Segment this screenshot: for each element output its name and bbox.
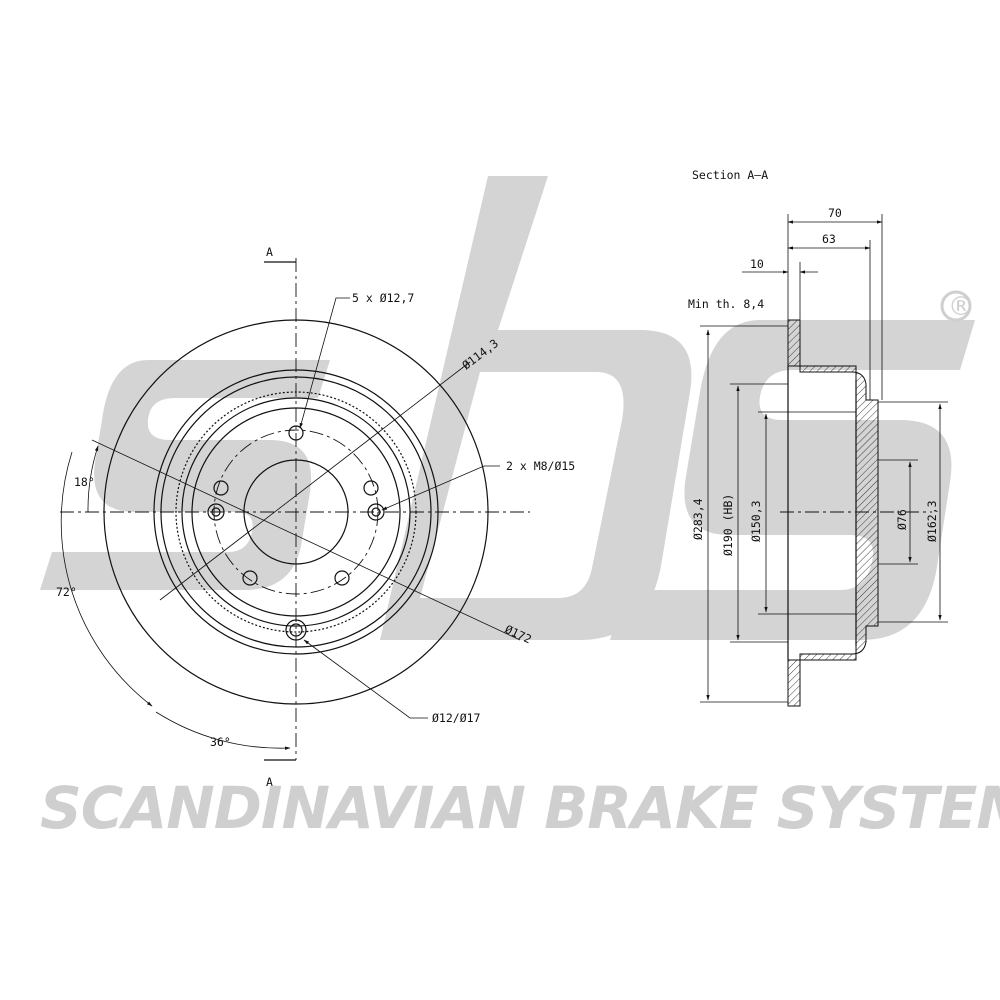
- dia-162-label: Ø162,3: [925, 500, 939, 542]
- disc-outer-edge: [103, 319, 489, 705]
- pin-hole-inner: [289, 623, 303, 637]
- angle-72-label: 72°: [56, 585, 77, 599]
- angle-arc-36: [155, 711, 291, 750]
- leader-threaded-holes: [381, 465, 500, 511]
- leader-pin-hole: [303, 639, 428, 719]
- section-marker-top: A: [266, 245, 273, 259]
- threaded-holes-callout: 2 x M8/Ø15: [506, 459, 575, 473]
- dim-10-label: 10: [750, 257, 764, 271]
- hat-outer-ring: [160, 376, 432, 648]
- hub-face-edge: [191, 407, 401, 617]
- threaded-hole-outer: [207, 503, 225, 521]
- angle-arc-72: [60, 451, 153, 707]
- pin-hole-outer: [285, 619, 307, 641]
- section-title: Section A–A: [692, 168, 768, 182]
- bolt-hole: [288, 425, 304, 441]
- brand-tagline: SCANDINAVIAN BRAKE SYSTEMS: [40, 774, 1000, 842]
- leader-outer-ring: [91, 439, 521, 641]
- dia-76-label: Ø76: [895, 509, 909, 530]
- leader-pcd: [159, 361, 471, 601]
- angle-36-label: 36°: [210, 735, 231, 749]
- sbs-watermark-logo: ®: [40, 176, 975, 640]
- bolt-holes-callout: 5 x Ø12,7: [352, 291, 414, 305]
- angle-18-label: 18°: [74, 475, 95, 489]
- threaded-hole-inner: [211, 507, 221, 517]
- dia-190-label: Ø190 (HB): [721, 494, 735, 556]
- disc-section-profile: [787, 319, 879, 707]
- watermark-letter-b: [380, 176, 692, 640]
- bolt-hole: [242, 570, 258, 586]
- threaded-hole-inner: [371, 507, 381, 517]
- bolt-hole: [363, 480, 379, 496]
- watermark-letter-s-right: [610, 320, 975, 640]
- registered-mark: ®: [948, 292, 974, 322]
- min-thickness-label: Min th. 8,4: [688, 297, 764, 311]
- angle-arc-18: [87, 445, 99, 513]
- pin-hole-callout: Ø12/Ø17: [432, 711, 481, 725]
- threaded-hole-outer: [367, 503, 385, 521]
- dia-150-label: Ø150,3: [749, 500, 763, 542]
- watermark-letter-s-left: [40, 360, 330, 590]
- section-view: Section A–A 70 63 10 Min th. 8,4 Ø283,4 …: [688, 168, 948, 707]
- front-view: A A 5 x Ø12,7 Ø114,3 2 x M8/Ø15 Ø172 Ø12…: [56, 245, 575, 789]
- leader-bolt-holes: [299, 297, 350, 429]
- bolt-hole: [334, 570, 350, 586]
- dim-63-label: 63: [822, 232, 836, 246]
- registered-circle: [940, 290, 972, 322]
- pitch-circle: [213, 429, 379, 595]
- bolt-hole: [213, 480, 229, 496]
- center-bore: [243, 459, 349, 565]
- disc-friction-inner-edge: [153, 369, 439, 655]
- dia-283-label: Ø283,4: [691, 498, 705, 540]
- dim-70-label: 70: [828, 206, 842, 220]
- hat-inner-ring: [181, 397, 411, 627]
- section-marker-bottom: A: [266, 775, 273, 789]
- hat-serrated-ring: [175, 391, 417, 633]
